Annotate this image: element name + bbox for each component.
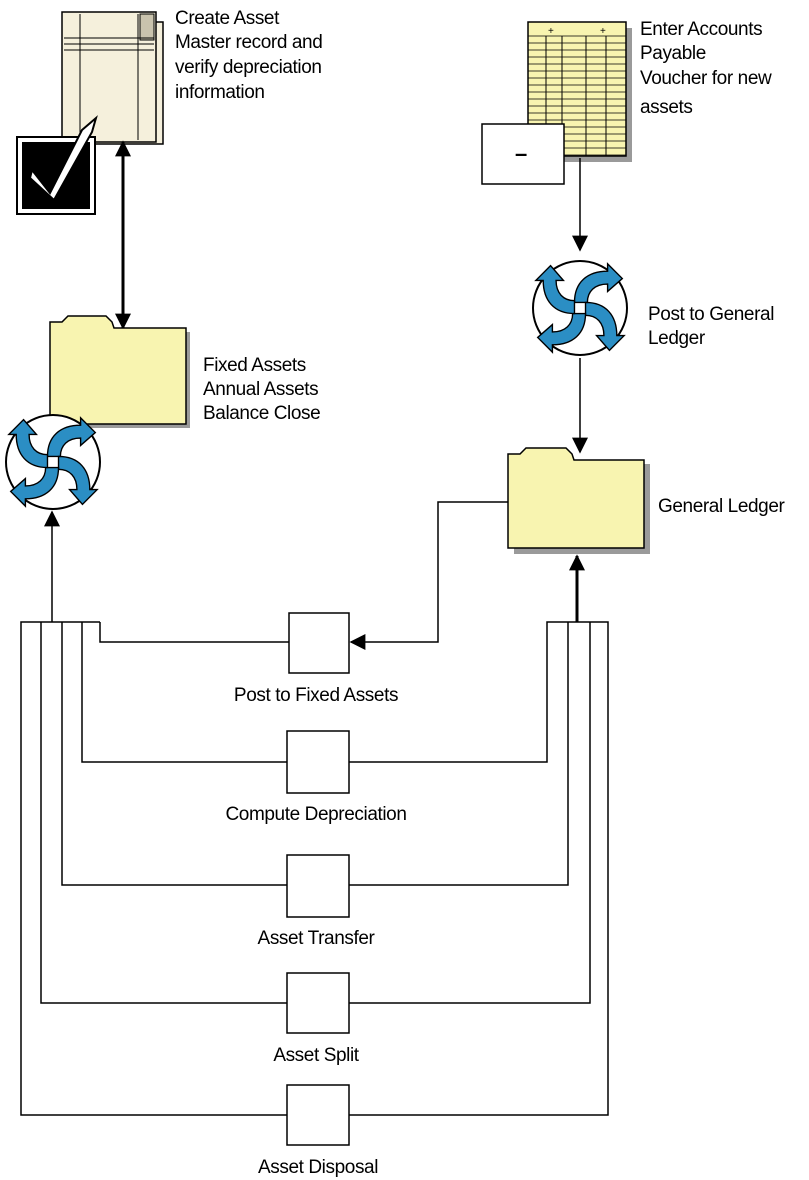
svg-text:Enter Accounts: Enter Accounts [640, 19, 762, 40]
checkmark-icon [16, 115, 98, 215]
asset-master-document-icon [61, 11, 164, 145]
svg-text:Voucher for new: Voucher for new [640, 68, 772, 89]
process-asset-transfer: Asset Transfer [258, 854, 376, 949]
general-ledger-label: General Ledger [658, 496, 786, 517]
left-cycle-icon [5, 414, 101, 510]
svg-text:–: – [515, 141, 527, 166]
enter-ap-label: Enter Accounts Payable Voucher for new a… [640, 19, 772, 118]
fixed-assets-label: Fixed Assets Annual Assets Balance Close [203, 355, 321, 424]
process-compute-depreciation: Compute Depreciation [225, 730, 407, 825]
svg-text:Create Asset: Create Asset [175, 8, 280, 29]
svg-text:verify depreciation: verify depreciation [175, 57, 322, 78]
svg-text:Ledger: Ledger [648, 328, 706, 349]
svg-text:Asset Disposal: Asset Disposal [258, 1157, 378, 1178]
gl-to-post-fa-connector [349, 501, 508, 650]
process-asset-disposal: Asset Disposal [258, 1084, 378, 1178]
svg-text:Fixed Assets: Fixed Assets [203, 355, 306, 376]
fixed-assets-folder-icon [49, 315, 190, 428]
connector-lines [20, 501, 609, 1116]
post-to-gl-cycle-icon [532, 260, 628, 356]
svg-text:Compute Depreciation: Compute Depreciation [225, 804, 406, 825]
svg-text:Asset Split: Asset Split [273, 1045, 359, 1066]
process-asset-split: Asset Split [273, 972, 360, 1066]
split-left-line [40, 622, 289, 1004]
svg-text:information: information [175, 82, 265, 103]
svg-text:Post to Fixed Assets: Post to Fixed Assets [234, 685, 398, 706]
disposal-left-line [20, 621, 289, 1116]
transfer-left-line [61, 622, 289, 886]
svg-text:assets: assets [640, 97, 693, 118]
post-to-gl-label: Post to General Ledger [648, 304, 774, 349]
compute-dep-left-line [81, 622, 289, 763]
split-right-line [349, 622, 591, 1004]
svg-text:Payable: Payable [640, 43, 706, 64]
svg-text:Post to General: Post to General [648, 304, 774, 325]
post-fa-left-line [99, 622, 289, 643]
svg-text:Master record and: Master record and [175, 32, 322, 53]
svg-text:Annual Assets: Annual Assets [203, 379, 318, 400]
svg-text:Balance Close: Balance Close [203, 403, 320, 424]
svg-text:+: + [600, 26, 606, 37]
svg-text:+: + [548, 26, 554, 37]
process-post-to-fixed-assets: Post to Fixed Assets [234, 612, 398, 706]
create-asset-label: Create Asset Master record and verify de… [175, 8, 323, 103]
transfer-right-line [349, 622, 569, 886]
voucher-icon: – [481, 123, 565, 185]
general-ledger-folder-icon [507, 447, 650, 554]
svg-text:Asset Transfer: Asset Transfer [258, 928, 376, 949]
